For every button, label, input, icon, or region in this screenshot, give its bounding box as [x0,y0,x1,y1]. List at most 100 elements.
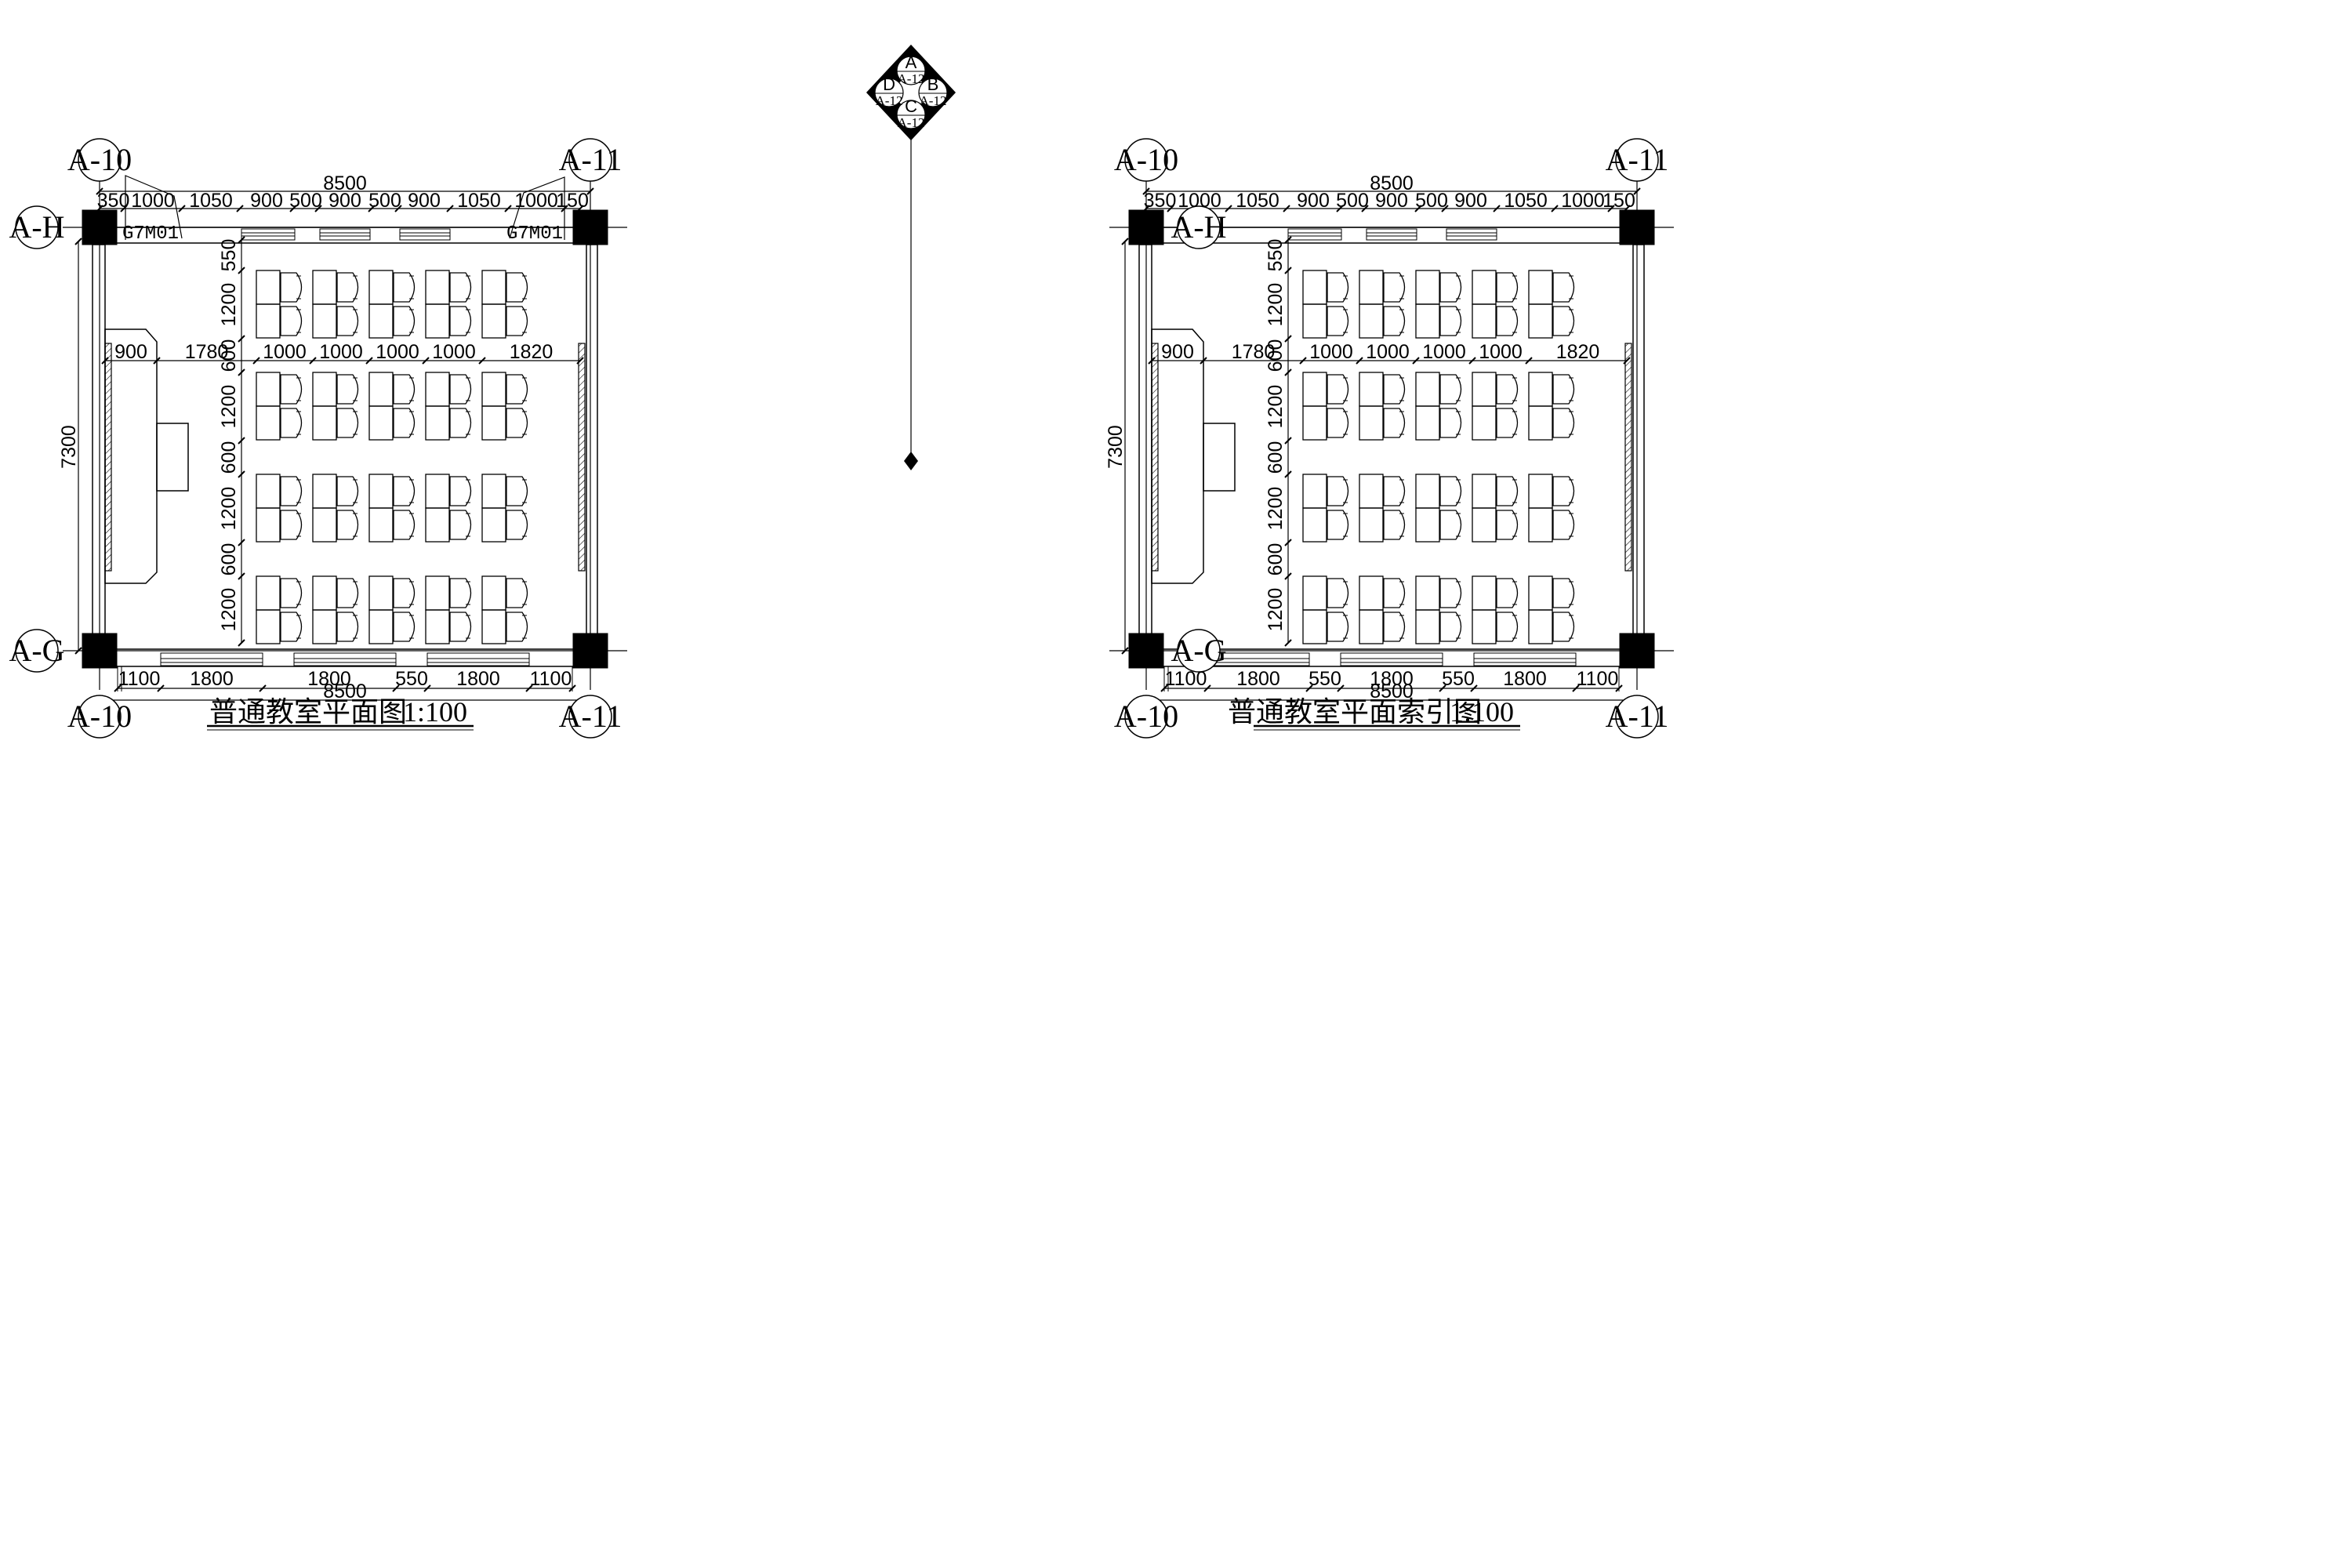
dim-tick [309,357,317,365]
dim-tick [1468,357,1476,365]
chair [336,476,359,506]
index-letter-3: C [905,96,917,116]
desk [312,405,337,441]
dim-tick [1633,187,1641,195]
chair [1327,612,1349,642]
chair [1439,612,1462,642]
bottom-dim-6: 1100 [530,668,572,690]
bottom-window-3 [1473,652,1577,666]
desk [1472,270,1497,305]
desk [1472,575,1497,611]
dim-tick [525,684,533,692]
dim-tick [238,639,245,647]
left-total-dim: 7300 [58,425,80,469]
dim-tick [74,647,82,655]
axis-bubble-top-right-label: A-11 [1606,142,1669,177]
dim-tick [394,205,402,212]
dim-tick [1284,572,1292,580]
dim-tick [1148,357,1156,365]
desk [256,372,281,407]
desk [1359,609,1384,644]
desk [368,405,394,441]
desk-set-g3-r2-c5 [1528,507,1575,543]
mid-dim-6: 1000 [432,341,476,363]
mid-dim-2: 1780 [185,341,229,363]
dim-tick [365,357,373,365]
desk [312,507,337,543]
desk [256,609,281,644]
index-circle-1 [896,56,926,85]
door-tag-right: G7M01 [506,223,563,245]
blackboard-front [104,343,112,572]
desk-set-g2-r2-c3 [368,405,416,441]
top-window-3 [1446,228,1497,241]
dim-tick [1284,335,1292,343]
chair [1552,374,1575,405]
chair [1439,578,1462,608]
desk-set-g3-r1-c5 [1528,474,1575,509]
row-dim-5: 600 [1265,441,1287,474]
dim-tick [238,236,245,244]
desk-set-g3-r2-c5 [481,507,528,543]
desk-set-g4-r2-c1 [256,609,303,644]
dim-tick [478,357,486,365]
chair [1383,578,1406,608]
dim-tick [561,205,568,212]
dim-tick [238,539,245,546]
desk-set-g2-r1-c5 [1528,372,1575,407]
chair [1496,612,1519,642]
top-dim-1: 350 [97,190,130,212]
row-dim-1: 550 [218,239,240,272]
index-letter-2: B [927,74,939,94]
left-wall [1138,244,1152,653]
desk-set-g1-r1-c5 [1528,270,1575,305]
mid-dim-3: 1000 [1309,341,1353,363]
axis-bubble-row-h-label: A-H [9,209,64,245]
mid-dim-2: 1780 [1232,341,1276,363]
top-window-1 [1287,228,1342,241]
desk [1302,474,1327,509]
column-top-right [572,209,608,245]
dim-tick [1525,357,1533,365]
row-dim-7: 600 [218,543,240,576]
blackboard-rear [1624,343,1632,572]
desk [1359,372,1384,407]
top-dim-5: 500 [1336,190,1369,212]
chair [336,374,359,405]
desk [1528,575,1553,611]
desk [481,270,506,305]
chair [280,272,303,303]
desk-set-g1-r2-c2 [1359,303,1406,339]
dim-tick [238,572,245,580]
desk-set-g2-r2-c4 [1472,405,1519,441]
top-dim-5: 500 [289,190,322,212]
bottom-dim-4: 550 [395,668,428,690]
chair [449,272,472,303]
dim-tick [1121,647,1129,655]
desk-set-g4-r2-c3 [368,609,416,644]
desk [425,507,450,543]
chair [1327,510,1349,540]
drawing-title: 普通教室平面图 [209,696,407,728]
column-bottom-right [1619,633,1655,669]
dim-tick [101,357,109,365]
top-dim-6: 900 [1375,190,1408,212]
desk-set-g3-r2-c3 [1415,507,1462,543]
chair [393,374,416,405]
desk [256,405,281,441]
desk [1302,507,1327,543]
axis-bubble-bottom-right-label: A-11 [1606,699,1669,734]
blackboard-front [1151,343,1159,572]
bottom-wall [1162,648,1621,667]
bottom-dim-3: 550 [1308,668,1341,690]
chair [506,408,528,438]
desk-set-g3-r1-c2 [1359,474,1406,509]
desk-set-g4-r1-c2 [312,575,359,611]
mid-dim-6: 1000 [1479,341,1523,363]
dim-tick [1356,357,1363,365]
desk-set-g4-r2-c2 [1359,609,1406,644]
desk [425,303,450,339]
desk-set-g3-r2-c4 [425,507,472,543]
desk-set-g4-r2-c5 [1528,609,1575,644]
